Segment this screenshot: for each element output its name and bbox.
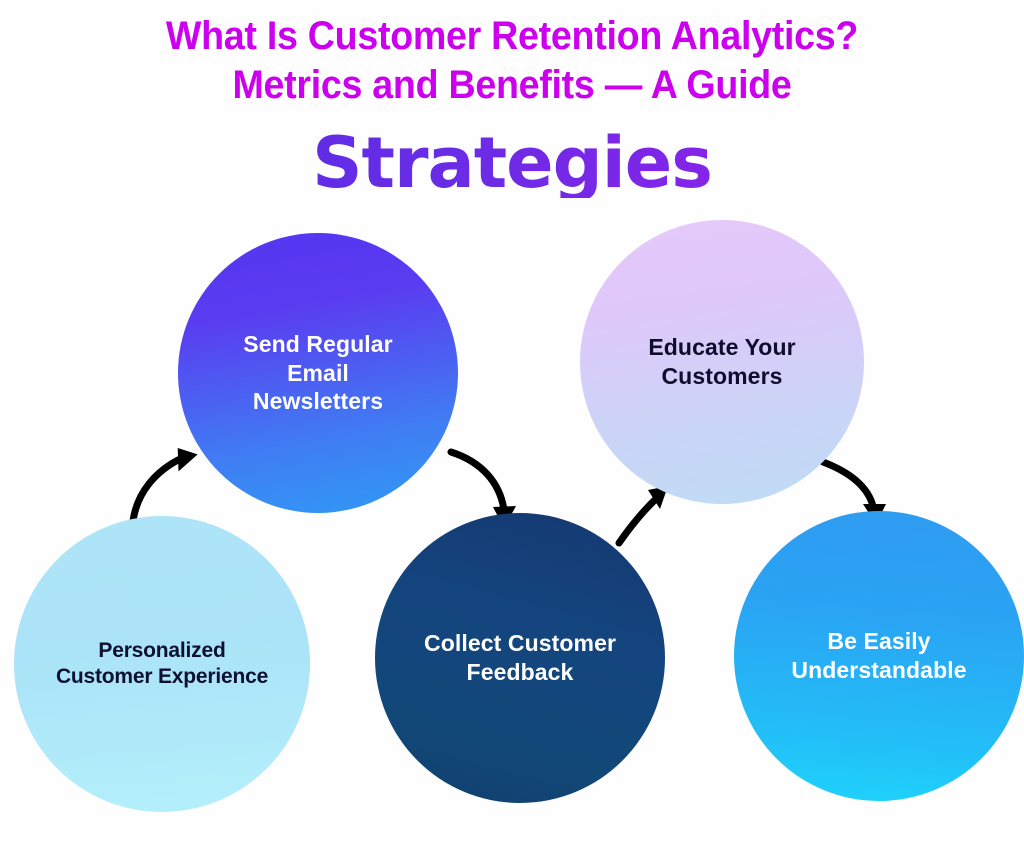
node-label-line-1: Send Regular	[243, 331, 393, 358]
node-label-line-1: Be Easily	[827, 628, 931, 655]
node-label-line-1: Collect Customer	[423, 630, 617, 657]
node-label-line-2: Customers	[661, 363, 783, 389]
node-label-line-2: Understandable	[791, 657, 967, 683]
node-label: Be Easily Understandable	[748, 627, 1010, 684]
page-title-line-1: What Is Customer Retention Analytics?	[165, 14, 859, 58]
node-label: Personalized Customer Experience	[28, 638, 296, 690]
node-label: Collect Customer Feedback	[389, 629, 651, 686]
node-label: Educate Your Customers	[594, 333, 850, 390]
arrow-1-personalized-to-newsletters	[129, 447, 198, 525]
node-personalized-customer-experience[interactable]: Personalized Customer Experience	[14, 516, 310, 812]
node-label-line-2: Email	[287, 359, 349, 386]
node-send-regular-email-newsletters[interactable]: Send Regular Email Newsletters	[178, 233, 458, 513]
node-label-line-1: Personalized	[98, 638, 226, 662]
node-label-line-3: Newsletters	[252, 388, 384, 415]
node-label-line-2: Feedback	[466, 659, 574, 685]
node-collect-customer-feedback[interactable]: Collect Customer Feedback	[375, 513, 665, 803]
section-heading-strategies: Strategies	[0, 128, 1024, 198]
node-educate-your-customers[interactable]: Educate Your Customers	[580, 220, 864, 504]
page-title-line-2: Metrics and Benefits — A Guide	[232, 63, 792, 107]
page-title: What Is Customer Retention Analytics? Me…	[31, 14, 994, 107]
node-be-easily-understandable[interactable]: Be Easily Understandable	[734, 511, 1024, 801]
node-label-line-1: Educate Your	[648, 334, 796, 361]
node-label: Send Regular Email Newsletters	[192, 330, 444, 416]
arrow-3-feedback-to-educate	[615, 486, 668, 547]
node-label-line-2: Customer Experience	[55, 665, 269, 688]
